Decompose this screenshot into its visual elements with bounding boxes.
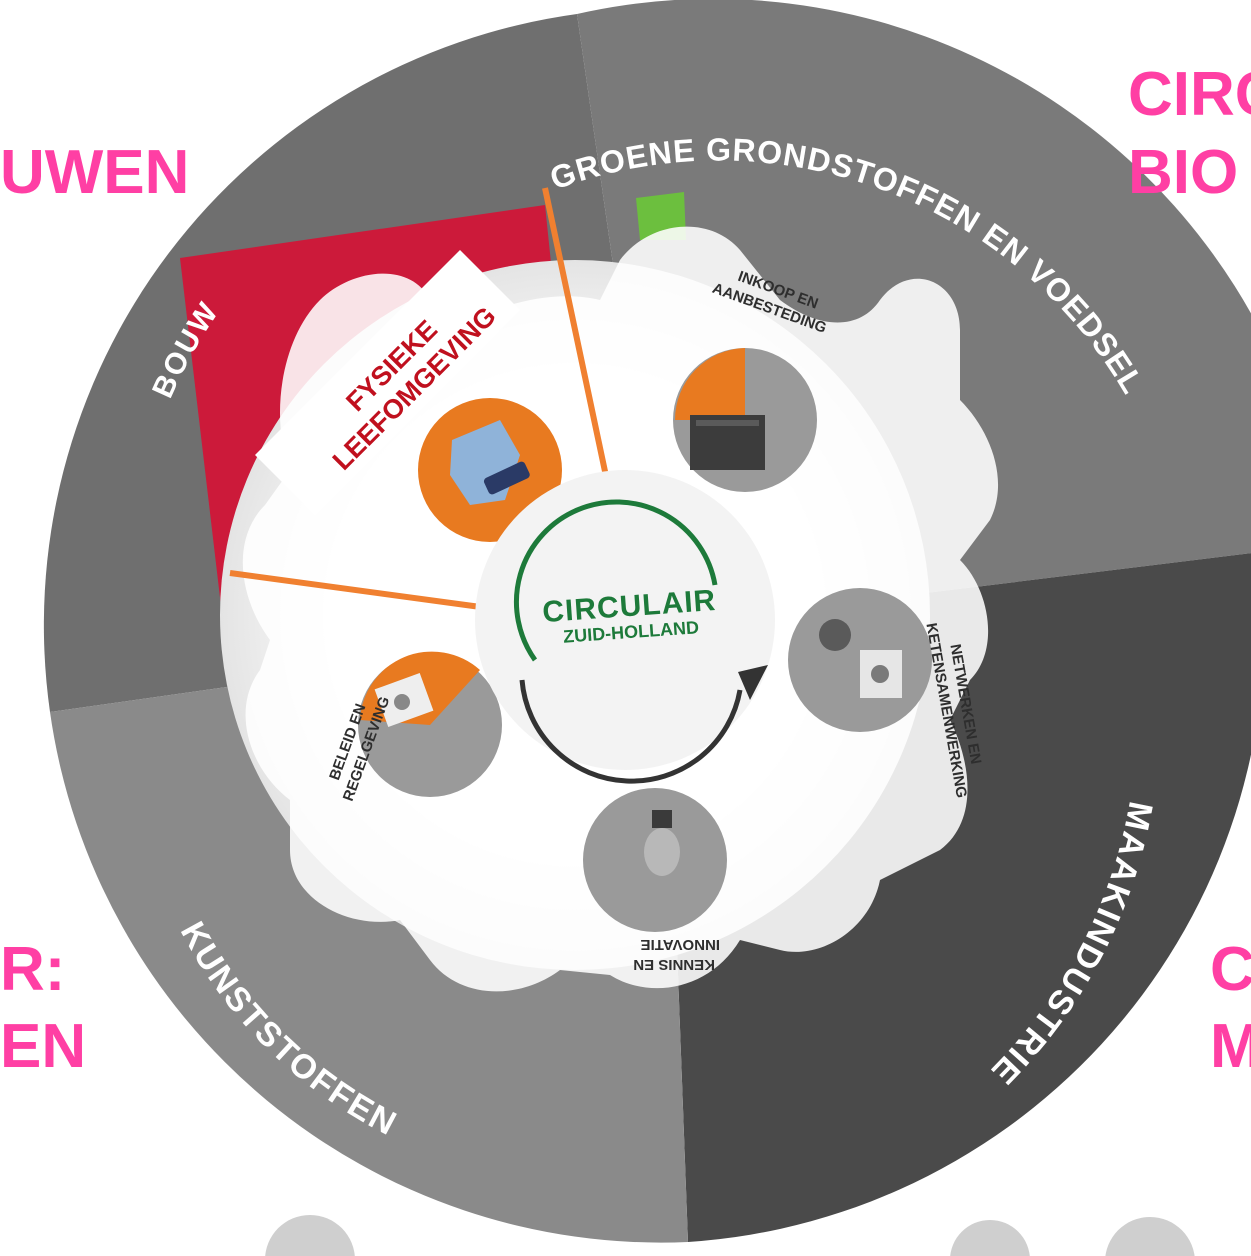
corner-label-top-left: UWEN: [0, 138, 190, 207]
corner-label-top-right-2: BIO: [1128, 138, 1239, 207]
fysieke-tag-bg: [255, 250, 520, 515]
icon-kennis-innovatie[interactable]: [583, 788, 727, 932]
icon-inkoop-aanbesteding[interactable]: [673, 348, 817, 492]
corner-label-bottom-left-2: EN: [0, 1012, 87, 1081]
icon-netwerken-ketensamenwerking[interactable]: [788, 588, 932, 732]
bottom-decoration: [265, 1215, 1195, 1256]
corner-label-bottom-right-1: C: [1210, 935, 1251, 1004]
svg-text:INNOVATIE: INNOVATIE: [641, 936, 720, 953]
center-hub: [475, 470, 775, 784]
arrow-head: [738, 665, 768, 700]
label-kennis: KENNIS EN INNOVATIE: [633, 936, 720, 973]
svg-text:KENNIS EN: KENNIS EN: [633, 956, 715, 973]
arrow-green-arc: [514, 499, 718, 662]
corner-label-bottom-right-2: M: [1210, 1012, 1251, 1081]
arrow-dark-arc: [519, 679, 743, 784]
icon-beleid-regelgeving[interactable]: [358, 651, 502, 797]
corner-label-top-right-1: CIRC: [1128, 60, 1251, 129]
separator-line-left: [229, 570, 489, 611]
separator-line-top: [542, 187, 613, 496]
icon-fysieke-leefomgeving[interactable]: [418, 398, 562, 542]
corner-label-bottom-left-1: R:: [0, 935, 66, 1004]
